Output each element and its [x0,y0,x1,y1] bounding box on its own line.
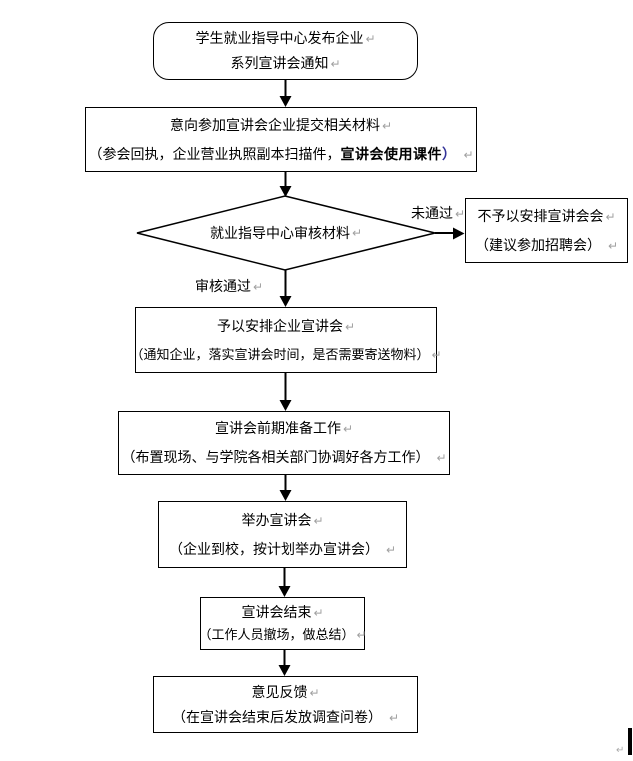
node-start: 学生就业指导中心发布企业↵ 系列宣讲会通知↵ [153,22,418,80]
edge-label-text: 审核通过 [195,278,251,294]
node-text-line: 宣讲会前期准备工作 [214,420,341,436]
edge-label-fail: 未通过↵ [410,203,467,223]
paragraph-mark: ↵ [351,226,363,240]
node-text-line: （企业到校，按计划举办宣讲会） [168,540,379,557]
node-text: （工作人员撤场，做总结）↵ [198,625,366,645]
node-text-line: 意向参加宣讲会企业提交相关材料 [169,116,380,133]
paragraph-mark: ↵ [436,451,447,465]
paragraph-mark: ↵ [313,606,324,620]
node-arrange: 予以安排企业宣讲会↵ （通知企业，落实宣讲会时间，是否需要寄送物料）↵ [130,307,442,373]
node-text-line: （在宣讲会结束后发放调查问卷） [171,708,382,725]
node-reject: 不予以安排宣讲会会↵ （建议参加招聘会） ↵ [465,198,628,263]
node-text-line: （参会回执，企业营业执照副本扫描件， [88,145,341,162]
paragraph-mark: ↵ [616,745,625,756]
paragraph-mark: ↵ [385,542,397,557]
node-text: 宣讲会结束↵ [241,602,323,623]
node-text-line: 不予以安排宣讲会会 [477,207,604,224]
paragraph-mark: ↵ [431,347,442,362]
arrowhead-icon [279,186,292,197]
paragraph-mark: ↵ [605,209,616,224]
arrowhead-icon [279,296,292,307]
node-prepare: 宣讲会前期准备工作↵ （布置现场、与学院各相关部门协调好各方工作）↵ [118,411,450,475]
node-submit-materials: 意向参加宣讲会企业提交相关材料↵ （参会回执，企业营业执照副本扫描件，宣讲会使用… [85,107,477,172]
node-text: （在宣讲会结束后发放调查问卷） ↵ [172,707,399,728]
node-text-line: 予以安排企业宣讲会 [216,317,343,334]
node-text-line: 系列宣讲会通知 [230,55,329,71]
arrowhead-icon [279,96,292,107]
node-text-line: （布置现场、与学院各相关部门协调好各方工作） [121,449,430,465]
node-text-line: 学生就业指导中心发布企业 [195,30,364,46]
node-review-decision: 就业指导中心审核材料↵ [137,196,435,270]
paragraph-mark: ↵ [309,685,320,700]
arrowhead-icon [278,586,291,597]
arrowhead-icon [278,665,291,676]
paragraph-mark: ↵ [463,147,474,162]
paragraph-mark: ↵ [342,422,354,436]
node-text: 宣讲会前期准备工作↵ [215,418,353,439]
paragraph-mark: ↵ [344,319,356,334]
node-feedback: 意见反馈↵ （在宣讲会结束后发放调查问卷）↵ [153,676,418,733]
node-text: 系列宣讲会通知↵ [230,53,340,74]
edge-label-text: 未通过 [411,205,453,221]
node-text-line: （建议参加招聘会） [474,236,601,253]
node-text: 学生就业指导中心发布企业↵ [195,28,375,49]
node-text: 意向参加宣讲会企业提交相关材料↵ [170,115,392,136]
arrowhead-icon [279,400,292,411]
node-text: 不予以安排宣讲会会↵ [477,206,615,227]
node-hold-session: 举办宣讲会↵ （企业到校，按计划举办宣讲会）↵ [158,501,407,568]
blue-close-paren: ） [441,145,457,162]
paragraph-mark: ↵ [313,513,324,528]
paragraph-mark: ↵ [365,32,376,46]
edge-label-pass: 审核通过↵ [194,276,265,296]
node-text: （通知企业，落实宣讲会时间，是否需要寄送物料）↵ [130,345,441,365]
node-text-line: （工作人员撤场，做总结） [198,627,355,642]
paragraph-mark: ↵ [330,57,341,71]
node-text: 予以安排企业宣讲会↵ [217,316,355,337]
node-text: （企业到校，按计划举办宣讲会） ↵ [169,539,396,560]
node-text-line: 举办宣讲会 [241,511,312,528]
arrowhead-icon [453,227,465,240]
paragraph-mark: ↵ [253,280,264,294]
node-text: （建议参加招聘会） ↵ [475,235,618,256]
paragraph-mark: ↵ [455,207,466,221]
paragraph-mark: ↵ [356,628,367,642]
text-cursor[interactable] [628,728,632,755]
paragraph-mark: ↵ [607,238,619,253]
node-text: 意见反馈↵ [251,682,319,703]
node-text: 举办宣讲会↵ [241,510,323,531]
node-text: （布置现场、与学院各相关部门协调好各方工作） ↵ [121,447,446,468]
node-text: （参会回执，企业营业执照副本扫描件，宣讲会使用课件） ↵ [88,144,473,165]
node-text-line: 意见反馈 [251,683,308,700]
node-text-line: 就业指导中心审核材料 [209,225,350,241]
bold-text-segment: 宣讲会使用课件 [340,145,442,162]
paragraph-mark: ↵ [381,118,393,133]
node-text-line: （通知企业，落实宣讲会时间，是否需要寄送物料） [130,346,430,362]
node-text-line: 宣讲会结束 [241,604,312,620]
arrowhead-icon [279,490,292,501]
paragraph-mark: ↵ [388,710,400,725]
node-finish: 宣讲会结束↵ （工作人员撤场，做总结）↵ [198,597,367,650]
